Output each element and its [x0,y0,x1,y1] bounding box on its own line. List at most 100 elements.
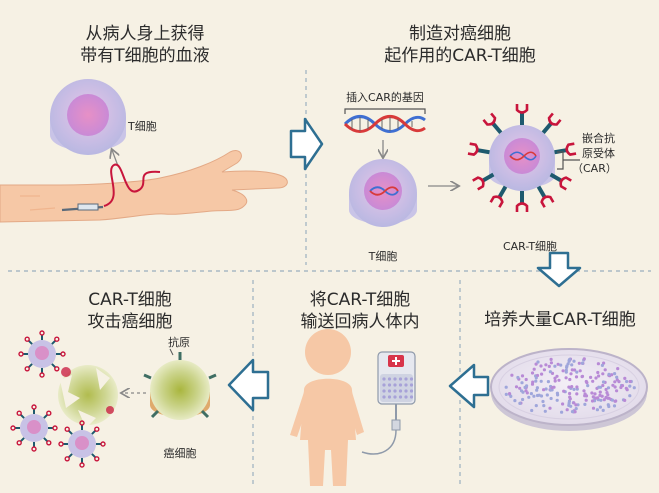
bag-dot [404,383,408,387]
cell-dot [619,385,623,390]
cell-dot [593,392,597,396]
cell-dot [583,402,587,406]
cell-dot [582,389,586,393]
cell-dot [623,376,627,380]
cell-dot [602,398,606,402]
cell-dot [628,384,632,388]
car-receptor [472,172,495,191]
cell-dot [577,361,581,365]
cell-dot [575,370,579,374]
cell-dot [615,375,619,379]
cell-dot [536,360,540,364]
cell-dot [613,372,617,376]
bag-dot [398,377,403,381]
cell-dot [520,374,525,378]
cell-dot [598,390,602,394]
cell-dot [510,373,514,377]
cell-dot [516,375,520,380]
receptor-bracket [557,151,564,170]
cell-dot [530,408,534,413]
cell-dot [572,359,576,363]
cell-dot [565,364,569,368]
cell-dot [572,387,576,391]
cell-dot [568,357,572,361]
mini-cart-cell [10,404,58,452]
cancer-cell-label: 癌细胞 [163,447,197,460]
cell-dot [529,392,534,396]
antigen-markers [143,352,217,419]
cell-dot [550,386,554,390]
bag-dot [398,395,403,399]
cell-dot [514,385,519,389]
bag-dot [382,389,386,393]
arrow-step2-to-step3 [536,251,582,288]
cell-dot [553,379,557,383]
antigen-label: 抗原 [168,336,190,349]
cell-dot [611,383,615,387]
bag-dot [398,383,403,387]
cell-dot [519,389,524,393]
cell-dot [568,377,572,382]
cell-dot [518,401,522,405]
cell-dot [589,375,593,379]
cell-dot [545,393,549,397]
patient-arm-icon [0,150,288,223]
cell-dot [600,394,604,398]
arrow-step4-to-step5 [227,358,270,412]
cell-dot [570,368,574,372]
cell-dot [586,384,590,388]
cell-dot [535,386,540,390]
cell-dot [601,380,606,384]
car-receptors [467,104,577,212]
cell-dot [556,362,560,366]
bag-dot [404,377,408,381]
cell-dot [625,388,629,392]
arrow-small [112,150,118,167]
cell-dot [582,357,586,361]
car-gene-dna-icon [343,108,426,133]
cell-dot [549,357,553,361]
cell-dot [549,361,554,365]
car-receptor [554,142,577,156]
cell-dot [570,410,575,414]
cell-dot [632,386,636,390]
cell-dot [546,380,551,384]
cell-dot [567,385,571,389]
cell-dot [570,385,574,389]
cell-dot [623,398,627,402]
bag-dot [382,395,386,399]
cell-dot [601,372,605,376]
cell-dot [628,394,632,398]
step1-title-line2: 带有T细胞的血液 [80,46,210,66]
cell-dot [598,405,603,409]
cell-dot [596,362,601,366]
car-receptor [541,112,562,135]
bag-dot [387,383,392,387]
cell-dot [532,367,536,371]
cell-dot [603,368,607,372]
cell-dot [548,406,552,410]
cell-dot [557,378,561,382]
cell-dot [521,397,525,402]
cell-dot [513,399,517,403]
cell-dot [544,387,548,391]
cell-dot [567,401,571,405]
bag-dot [393,377,397,381]
cell-dot [601,383,605,388]
cell-dot [534,404,538,408]
cell-dot [530,371,535,375]
cell-dot [544,363,548,367]
cell-dot [590,391,594,395]
cell-dot [555,374,559,378]
cell-dot [555,398,559,402]
car-receptor [489,185,508,208]
cart-cell-large [489,125,555,191]
cell-dot [561,402,565,406]
bag-dot [404,395,408,399]
cell-dot [604,387,608,392]
cell-dot [504,392,508,396]
cell-dot [535,388,539,392]
cell-dot [616,367,620,371]
cart-label: CAR-T细胞 [502,240,558,253]
